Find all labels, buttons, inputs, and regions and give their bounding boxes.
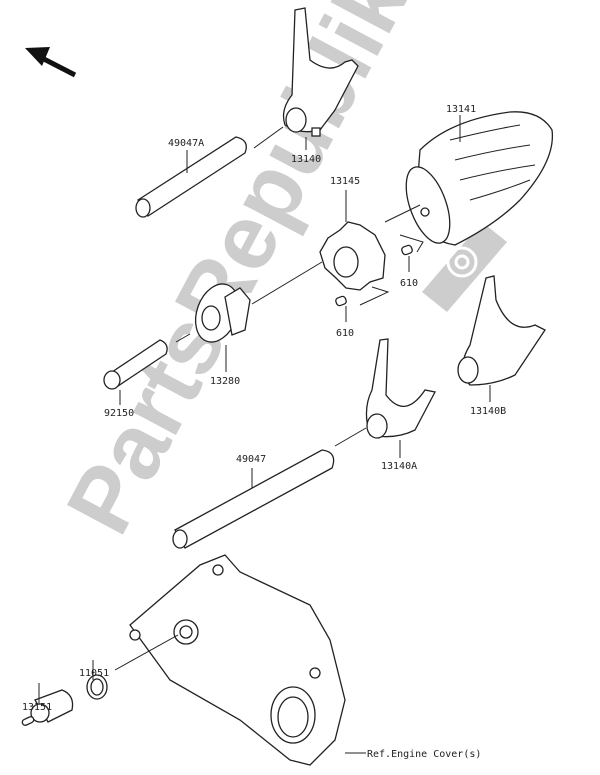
label-49047: 49047	[236, 454, 266, 465]
engine-cover	[129, 554, 346, 766]
arrow-up-left-icon	[25, 47, 77, 78]
shaft-49047	[172, 449, 335, 549]
shift-fork-13140B	[457, 275, 546, 386]
shift-fork-13140	[282, 7, 359, 137]
label-13140: 13140	[291, 154, 321, 165]
gear-icon	[422, 222, 507, 312]
label-610-b: 610	[336, 328, 354, 339]
label-13280: 13280	[210, 376, 240, 387]
pin-610-b	[335, 295, 347, 307]
label-13140B: 13140B	[470, 406, 506, 417]
shift-drum-13141	[405, 111, 554, 246]
neutral-switch-13151	[21, 689, 74, 726]
washer-11051	[86, 674, 108, 700]
watermark: PartsRepublik	[48, 0, 507, 549]
bolt-92150	[103, 339, 168, 390]
label-ref-engine-cover: Ref.Engine Cover(s)	[367, 749, 481, 760]
cam-plate-13280	[194, 283, 251, 343]
star-plate-13145	[319, 221, 386, 291]
label-13141: 13141	[446, 104, 476, 115]
label-610-a: 610	[400, 278, 418, 289]
label-13151: 13151	[22, 702, 52, 713]
label-11051: 11051	[79, 668, 109, 679]
label-13145: 13145	[330, 176, 360, 187]
shift-fork-13140A	[365, 338, 436, 439]
label-49047A: 49047A	[168, 138, 204, 149]
label-13140A: 13140A	[381, 461, 417, 472]
pin-610-a	[401, 244, 413, 256]
shaft-49047A	[135, 136, 247, 218]
label-92150: 92150	[104, 408, 134, 419]
